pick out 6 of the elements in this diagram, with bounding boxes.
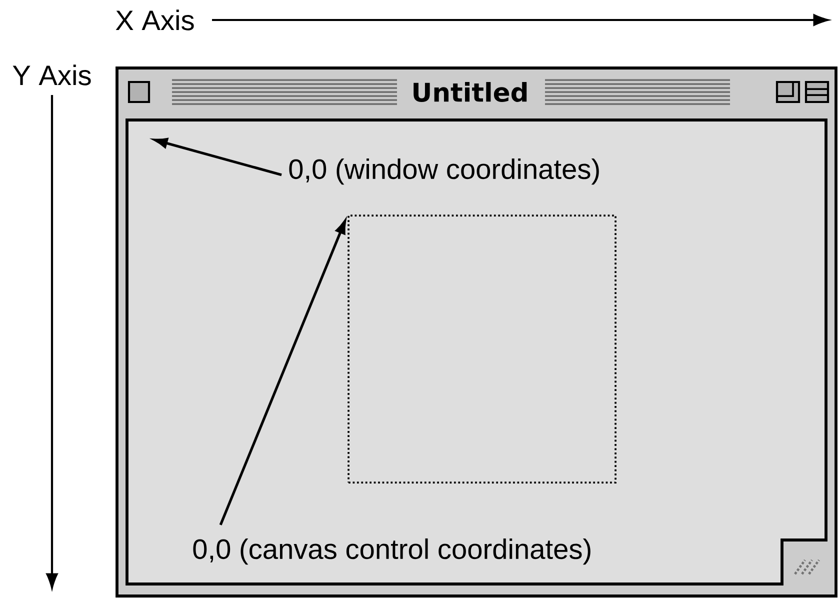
callout-text: 0,0 (canvas control coordinates): [190, 536, 595, 567]
canvas-rectangle: [348, 214, 616, 484]
window-title: Untitled: [406, 77, 534, 107]
callout-text: 0,0 (window coordinates): [286, 156, 604, 187]
axis-label: X Axis: [116, 10, 194, 30]
axis-label: Y Axis: [12, 64, 91, 86]
